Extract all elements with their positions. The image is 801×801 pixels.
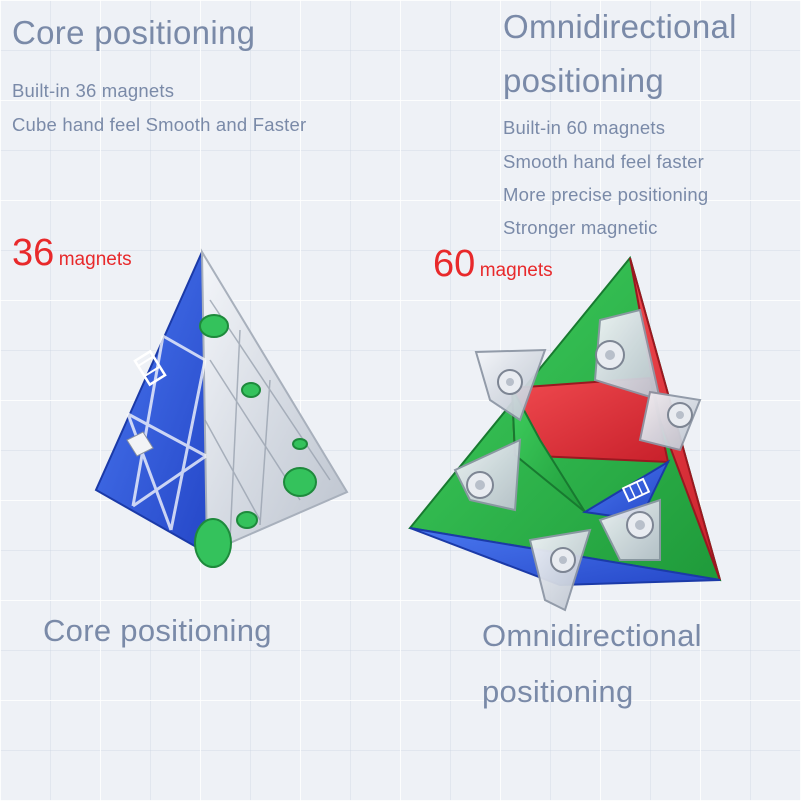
right-title-line2: positioning bbox=[503, 62, 665, 99]
left-magnet-count: 36 magnets bbox=[12, 232, 132, 275]
left-magnet-number: 36 bbox=[12, 232, 55, 274]
right-magnet-unit: magnets bbox=[479, 260, 553, 281]
left-magnet-unit: magnets bbox=[58, 249, 132, 270]
right-caption-line1: Omnidirectional bbox=[482, 618, 702, 653]
right-feature-1: Built-in 60 magnets bbox=[503, 117, 666, 138]
right-feature-4: Stronger magnetic bbox=[503, 217, 658, 238]
right-title-line1: Omnidirectional bbox=[503, 8, 737, 45]
pyraminx-cube-right bbox=[408, 255, 722, 612]
left-title: Core positioning bbox=[12, 14, 256, 51]
right-magnet-count: 60 magnets bbox=[433, 243, 553, 286]
left-caption: Core positioning bbox=[43, 613, 272, 648]
right-caption-line2: positioning bbox=[482, 674, 634, 709]
right-magnet-number: 60 bbox=[433, 243, 476, 285]
right-feature-2: Smooth hand feel faster bbox=[503, 151, 705, 172]
brand-logo bbox=[133, 349, 167, 387]
pyraminx-cube-left bbox=[94, 248, 349, 568]
left-feature-2: Cube hand feel Smooth and Faster bbox=[12, 114, 307, 135]
right-feature-3: More precise positioning bbox=[503, 184, 709, 205]
left-feature-1: Built-in 36 magnets bbox=[12, 80, 175, 101]
